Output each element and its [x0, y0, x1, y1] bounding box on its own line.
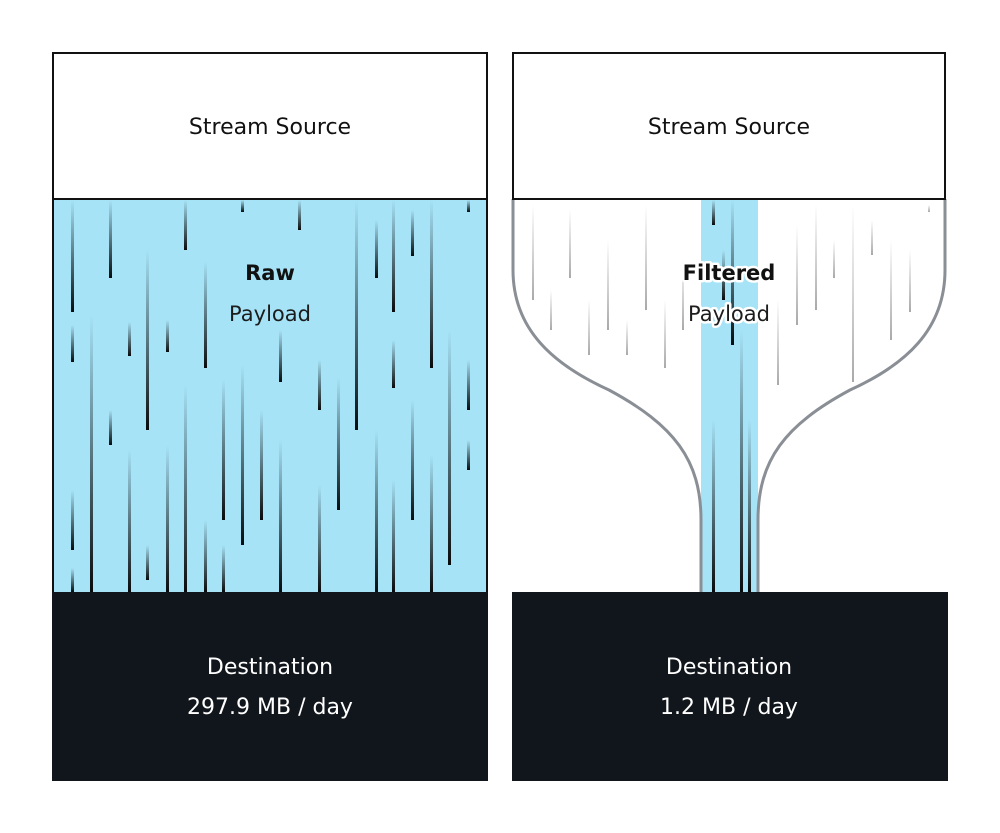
raw-source-box — [52, 52, 488, 200]
discarded-streak — [664, 300, 666, 368]
funnel-outline-right — [756, 199, 947, 592]
raw-streak — [184, 200, 187, 250]
filtered-source-box — [512, 52, 946, 200]
discarded-streak — [815, 205, 817, 310]
discarded-streak — [569, 210, 571, 278]
filtered-streak — [740, 330, 743, 592]
raw-streak — [392, 200, 395, 312]
discarded-streak — [909, 250, 911, 312]
raw-streak — [166, 320, 169, 352]
filtered-destination-box — [512, 592, 948, 781]
raw-streak — [318, 360, 321, 410]
filtered-streak — [712, 420, 715, 592]
raw-streak — [241, 200, 244, 212]
filtered-streak — [712, 200, 715, 225]
discarded-streak — [871, 220, 873, 255]
raw-streak — [448, 330, 451, 565]
raw-streak — [241, 365, 244, 545]
discarded-streak — [607, 240, 609, 330]
raw-streak — [146, 545, 149, 580]
raw-streak — [71, 568, 74, 592]
raw-streak — [260, 410, 263, 520]
filtered-discarded-streaks — [532, 205, 930, 385]
filtered-destination-label: Destination — [666, 655, 792, 680]
raw-streaks-group — [71, 200, 470, 592]
raw-streak — [392, 480, 395, 592]
filtered-streaks-group — [712, 200, 751, 592]
discarded-streak — [890, 240, 892, 340]
raw-streak — [146, 250, 149, 430]
raw-source-label: Stream Source — [189, 115, 351, 140]
raw-streak — [128, 450, 131, 592]
raw-streak — [375, 430, 378, 592]
raw-streak — [318, 485, 321, 592]
raw-streak — [204, 262, 207, 368]
raw-payload-subtitle: Payload — [229, 302, 311, 326]
discarded-streak — [645, 205, 647, 310]
raw-streak — [298, 200, 301, 230]
raw-streak — [71, 325, 74, 362]
raw-streak — [109, 200, 112, 278]
discarded-streak — [588, 300, 590, 355]
raw-streak — [71, 490, 74, 550]
raw-streak — [392, 340, 395, 388]
discarded-streak — [928, 205, 930, 212]
filtered-streak — [722, 250, 725, 300]
raw-throughput-label: 297.9 MB / day — [187, 695, 353, 720]
raw-stream-area — [53, 199, 487, 592]
raw-streak — [128, 322, 131, 356]
discarded-streak — [626, 320, 628, 355]
raw-streak — [204, 520, 207, 592]
raw-streak — [375, 220, 378, 278]
raw-streak — [467, 360, 470, 410]
raw-streak — [222, 545, 225, 592]
raw-streak — [411, 400, 414, 520]
raw-streak — [279, 330, 282, 382]
raw-streak — [467, 440, 470, 470]
raw-destination-label: Destination — [207, 655, 333, 680]
discarded-streak — [777, 300, 779, 385]
filtered-payload-subtitle: Payload — [688, 302, 770, 326]
filtered-streak — [748, 420, 751, 592]
raw-streak — [222, 380, 225, 520]
raw-payload-title: Raw — [245, 261, 295, 285]
raw-streak — [71, 200, 74, 312]
raw-streak — [90, 315, 93, 592]
filtered-throughput-label: 1.2 MB / day — [660, 695, 798, 720]
raw-streak — [166, 446, 169, 592]
raw-streak — [337, 378, 340, 510]
discarded-streak — [550, 290, 552, 330]
raw-streak — [355, 200, 358, 430]
raw-streak — [109, 410, 112, 445]
raw-streak — [279, 440, 282, 592]
discarded-streak — [796, 225, 798, 325]
raw-streak — [411, 210, 414, 256]
filtered-streak — [731, 200, 734, 345]
filtered-source-label: Stream Source — [648, 115, 810, 140]
raw-destination-box — [52, 592, 488, 781]
discarded-streak — [682, 260, 684, 330]
discarded-streak — [532, 205, 534, 300]
raw-streak — [430, 200, 433, 368]
discarded-streak — [852, 205, 854, 382]
raw-streak — [430, 455, 433, 592]
funnel-outline-left — [511, 199, 703, 592]
discarded-streak — [833, 240, 835, 278]
raw-streak — [467, 200, 470, 212]
raw-streak — [184, 385, 187, 592]
filtered-payload-title: Filtered — [683, 261, 776, 285]
